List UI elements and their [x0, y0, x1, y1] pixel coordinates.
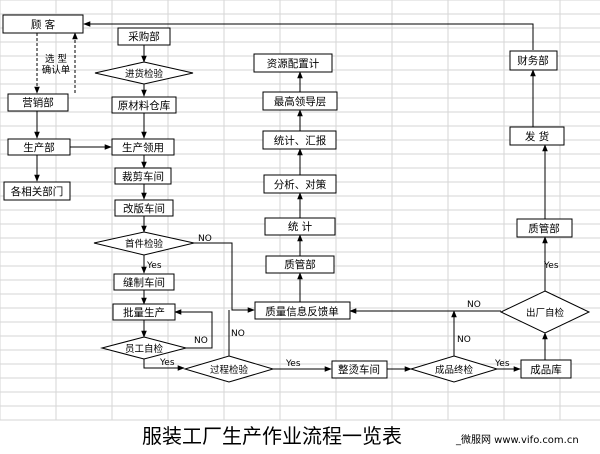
- node-sewing-workshop: 缝制车间: [113, 273, 175, 291]
- node-shipping-label: 发 货: [525, 130, 549, 143]
- node-self-inspection-label: 员工自检: [125, 343, 164, 355]
- node-marketing-label: 营销部: [22, 96, 54, 109]
- node-raw-material-store-label: 原材料仓库: [118, 99, 171, 112]
- node-purchasing-label: 采购部: [128, 30, 160, 43]
- node-process-inspection: 过程检验: [183, 355, 275, 383]
- node-production-dept: 生产部: [7, 138, 71, 156]
- node-self-inspection: 员工自检: [100, 336, 188, 360]
- node-quality-feedback-label: 质量信息反馈单: [265, 305, 339, 318]
- node-analysis: 分析、对策: [263, 174, 337, 194]
- node-analysis-label: 分析、对策: [274, 178, 327, 191]
- connectors: [34, 21, 548, 372]
- node-resource-allocation: 资源配置计: [253, 53, 333, 73]
- node-first-piece-inspection: 首件检验: [93, 231, 195, 256]
- node-purchasing: 采购部: [117, 27, 171, 46]
- node-statistics: 统 计: [264, 217, 336, 236]
- node-statistics-label: 统 计: [288, 220, 313, 233]
- node-resource-allocation-label: 资源配置计: [267, 57, 320, 70]
- edge-label-first-piece-no: NO: [198, 234, 212, 244]
- edge-label-final-no: NO: [457, 335, 471, 345]
- node-production-requisition-label: 生产领用: [122, 141, 164, 154]
- edge-label-process-yes: Yes: [285, 359, 301, 369]
- node-finished-goods-store-label: 成品库: [530, 363, 562, 376]
- node-ironing-workshop-label: 整烫车间: [338, 363, 380, 376]
- node-top-leadership-label: 最高领导层: [274, 95, 327, 108]
- node-related-depts: 各相关部门: [3, 181, 71, 201]
- node-qa-dept-mid-label: 质管部: [284, 258, 316, 271]
- node-cutting-workshop: 裁剪车间: [114, 167, 172, 185]
- diagram-title: 服装工厂生产作业流程一览表: [142, 424, 402, 448]
- node-cutting-workshop-label: 裁剪车间: [122, 170, 164, 183]
- node-revision-workshop: 改版车间: [114, 199, 174, 217]
- node-finance: 财务部: [509, 50, 558, 71]
- node-stats-summary-label: 统计、汇报: [274, 134, 327, 147]
- node-incoming-inspection: 进货检验: [94, 61, 194, 85]
- node-qa-dept-mid: 质管部: [265, 255, 335, 274]
- node-production-dept-label: 生产部: [23, 141, 55, 154]
- edge-label-first-piece-yes: Yes: [146, 261, 162, 271]
- node-outgoing-inspection-label: 出厂自检: [526, 307, 565, 319]
- edge-label-process-no: NO: [231, 329, 245, 339]
- node-incoming-inspection-label: 进货检验: [125, 68, 164, 80]
- node-final-inspection-label: 成品终检: [435, 364, 474, 376]
- node-final-inspection: 成品终检: [409, 355, 499, 383]
- node-customer-label: 顾 客: [31, 18, 56, 31]
- node-finished-goods-store: 成品库: [520, 359, 572, 379]
- node-raw-material-store: 原材料仓库: [111, 96, 177, 114]
- node-stats-summary: 统计、汇报: [262, 130, 337, 150]
- node-outgoing-inspection: 出厂自检: [499, 290, 591, 334]
- node-ironing-workshop: 整烫车间: [331, 360, 388, 379]
- edge-label-self-inspection-no: NO: [194, 336, 208, 346]
- node-production-requisition: 生产领用: [111, 138, 175, 156]
- edge-label-self-inspection-yes: Yes: [159, 358, 175, 368]
- node-first-piece-inspection-label: 首件检验: [125, 238, 164, 250]
- node-qa-dept-right-label: 质管部: [528, 222, 560, 235]
- node-finance-label: 财务部: [517, 54, 549, 67]
- node-revision-workshop-label: 改版车间: [123, 202, 165, 215]
- node-sewing-workshop-label: 缝制车间: [123, 276, 165, 289]
- node-style-order: 选 型 确认单: [42, 53, 71, 76]
- edge-label-outgoing-no: NO: [467, 300, 481, 310]
- node-quality-feedback: 质量信息反馈单: [254, 301, 351, 320]
- node-top-leadership: 最高领导层: [262, 91, 338, 111]
- node-mass-production-label: 批量生产: [123, 306, 165, 319]
- node-marketing: 营销部: [7, 93, 69, 112]
- edge-label-final-yes: Yes: [494, 359, 510, 369]
- node-related-depts-label: 各相关部门: [11, 185, 64, 198]
- edge-label-outgoing-yes: Yes: [543, 261, 559, 271]
- node-mass-production: 批量生产: [112, 303, 176, 321]
- node-process-inspection-label: 过程检验: [210, 364, 249, 376]
- node-shipping: 发 货: [509, 126, 565, 146]
- site-watermark: _微服网 www.vifo.com.cn: [455, 433, 579, 446]
- node-qa-dept-right: 质管部: [516, 218, 573, 238]
- node-customer: 顾 客: [2, 14, 84, 34]
- node-style-order-line2: 确认单: [42, 64, 71, 76]
- node-style-order-line1: 选 型: [45, 53, 68, 65]
